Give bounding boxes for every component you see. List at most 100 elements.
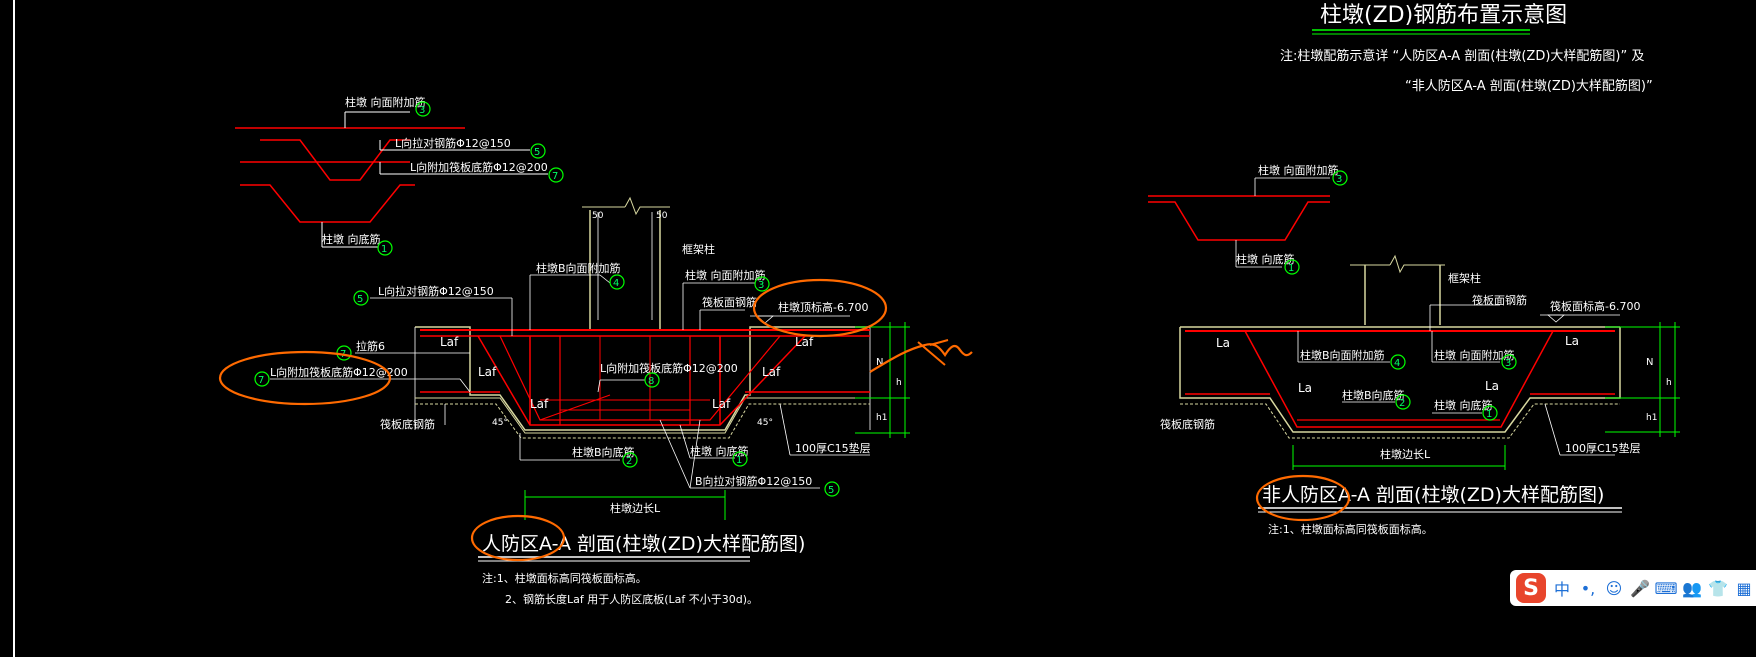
left-legend-top-add: 柱墩 向面附加筋	[345, 95, 426, 109]
left-column-label: 框架柱	[682, 242, 715, 256]
left-label-raft-top: 筏板面钢筋	[702, 295, 757, 309]
left-label-raft-elev: 柱墩顶标高-6.700	[778, 300, 868, 314]
left-detail: 柱墩 向面附加筋 3 L向拉对钢筋Φ12@150 5 L向附加筏板底筋Φ12@2…	[235, 95, 910, 606]
toolbox-icon[interactable]: ▦	[1736, 578, 1752, 598]
left-label-top-add2: 柱墩 向面附加筋	[685, 268, 766, 282]
markup-annotations	[218, 278, 1351, 562]
skin-icon[interactable]: 👕	[1708, 578, 1728, 598]
marker-2r: 2	[1399, 398, 1405, 409]
marker-1r: 1	[1288, 263, 1294, 274]
right-label-bottom: 柱墩 向底筋	[1434, 398, 1493, 412]
right-label-width: 柱墩边长L	[1380, 447, 1431, 461]
right-legend-bottom: 柱墩 向底筋	[1236, 252, 1295, 266]
left-label-angle-1: 45°	[492, 418, 508, 428]
marker-2: 2	[626, 456, 632, 467]
left-label-l-add-bottom-mid: L向附加筏板底筋Φ12@200	[600, 361, 738, 375]
marker-5b: 5	[357, 294, 363, 305]
right-label-la-2: La	[1298, 381, 1312, 395]
chinese-mode-icon[interactable]: 中	[1553, 580, 1570, 599]
right-raft-section	[1179, 326, 1621, 439]
left-label-b-bottom: 柱墩B向底筋	[572, 445, 635, 459]
right-note-1: 注:1、柱墩面标高同筏板面标高。	[1268, 522, 1433, 536]
emoji-icon[interactable]: ☺	[1605, 578, 1623, 598]
left-label-laf-2: Laf	[478, 365, 497, 379]
right-label-raft-top: 筏板面钢筋	[1472, 293, 1527, 307]
right-dim-N: N	[1646, 357, 1653, 368]
left-legend-bottom: 柱墩 向底筋	[322, 232, 381, 246]
left-label-laf-6: Laf	[795, 335, 814, 349]
left-column: 50 50 框架柱	[582, 196, 715, 330]
left-label-b-top-add: 柱墩B向面附加筋	[536, 261, 621, 275]
left-label-b-tie: B向拉对钢筋Φ12@150	[695, 474, 812, 488]
left-callouts: 柱墩B向面附加筋 4 柱墩 向面附加筋 3 筏板面钢筋 柱墩顶标高-6.700 …	[254, 261, 871, 520]
marker-7b: 7	[258, 375, 264, 386]
marker-3: 3	[419, 105, 425, 116]
marker-5c: 5	[828, 485, 834, 496]
left-legend-l-tie: L向拉对钢筋Φ12@150	[395, 136, 511, 150]
marker-8: 8	[648, 376, 654, 387]
markup-circle-raft-elev	[752, 278, 888, 338]
sogou-logo-icon[interactable]: S	[1516, 573, 1546, 603]
microphone-icon[interactable]: 🎤	[1630, 578, 1650, 598]
left-label-cushion: 100厚C15垫层	[795, 441, 871, 455]
left-dim-50a: 50	[592, 211, 604, 221]
left-dim-h1: h1	[876, 413, 887, 423]
left-label-laf-1: Laf	[440, 335, 459, 349]
sheet-note-line2: “非人防区A-A 剖面(柱墩(ZD)大样配筋图)”	[1405, 78, 1653, 94]
left-label-stirrup: 拉筋6	[356, 339, 385, 353]
left-note-2: 2、钢筋长度Laf 用于人防区底板(Laf 不小于30d)。	[505, 592, 758, 606]
punctuation-icon[interactable]: •,	[1580, 578, 1596, 598]
left-legend: 柱墩 向面附加筋 3 L向拉对钢筋Φ12@150 5 L向附加筏板底筋Φ12@2…	[235, 95, 564, 256]
left-label-l-add-bottom: L向附加筏板底筋Φ12@200	[270, 365, 408, 379]
left-raft-section	[414, 326, 871, 439]
markup-circle-left-title	[470, 514, 566, 562]
right-label-la-4: La	[1565, 334, 1579, 348]
marker-1: 1	[381, 244, 387, 255]
ime-toolbar[interactable]: S 中 •, ☺ 🎤 ⌨ 👥 👕 ▦	[1510, 570, 1756, 606]
markup-circle-right-title	[1255, 474, 1351, 522]
left-note-1: 注:1、柱墩面标高同筏板面标高。	[482, 571, 647, 585]
left-section-title: 人防区A-A 剖面(柱墩(ZD)大样配筋图)	[482, 533, 805, 555]
left-label-raft-bottom: 筏板底钢筋	[380, 417, 435, 431]
marker-1r2: 1	[1486, 409, 1492, 420]
right-dim-h: h	[1666, 378, 1672, 388]
right-label-raft-elev: 筏板面标高-6.700	[1550, 299, 1640, 313]
right-callouts: 筏板面钢筋 筏板面标高-6.700 La La La La 柱墩B向面附加筋 4…	[1160, 293, 1641, 470]
right-label-top-add: 柱墩 向面附加筋	[1434, 348, 1515, 362]
right-dimension: N h h1	[1605, 322, 1680, 437]
left-label-l-tie: L向拉对钢筋Φ12@150	[378, 284, 494, 298]
sheet-title: 柱墩(ZD)钢筋布置示意图	[1320, 3, 1567, 28]
sheet-note-line1: 注:柱墩配筋示意详 “人防区A-A 剖面(柱墩(ZD)大样配筋图)” 及	[1280, 48, 1644, 64]
sheet-header: 柱墩(ZD)钢筋布置示意图 注:柱墩配筋示意详 “人防区A-A 剖面(柱墩(ZD…	[1280, 3, 1653, 94]
markup-scribble	[869, 343, 973, 373]
marker-3r2: 3	[1505, 358, 1511, 369]
marker-3r: 3	[1336, 174, 1342, 185]
right-label-raft-bottom: 筏板底钢筋	[1160, 417, 1215, 431]
left-dimension-right: N h h1	[855, 322, 910, 438]
right-column: 框架柱	[1350, 254, 1481, 325]
marker-3b: 3	[758, 280, 764, 291]
left-label-bottom: 柱墩 向底筋	[690, 444, 749, 458]
marker-1b: 1	[736, 455, 742, 466]
left-dim-h: h	[896, 378, 902, 388]
right-legend: 柱墩 向面附加筋 3 柱墩 向底筋 1	[1148, 163, 1348, 275]
left-legend-l-add-bottom: L向附加筏板底筋Φ12@200	[410, 160, 548, 174]
keyboard-icon[interactable]: ⌨	[1654, 578, 1678, 598]
right-legend-top-add: 柱墩 向面附加筋	[1258, 163, 1339, 177]
left-dim-50b: 50	[656, 211, 668, 221]
markup-circle-l-add-bottom	[218, 350, 392, 406]
left-label-laf-3: Laf	[530, 397, 549, 411]
right-detail: 柱墩 向面附加筋 3 柱墩 向底筋 1 框架柱	[1148, 163, 1680, 536]
marker-4: 4	[613, 278, 619, 289]
right-label-column: 框架柱	[1448, 271, 1481, 285]
right-section-title: 非人防区A-A 剖面(柱墩(ZD)大样配筋图)	[1262, 484, 1604, 506]
left-label-laf-5: Laf	[762, 365, 781, 379]
left-label-angle-2: 45°	[757, 418, 773, 428]
right-label-la-1: La	[1216, 336, 1230, 350]
right-dim-h1: h1	[1646, 413, 1657, 423]
user-icon[interactable]: 👥	[1682, 578, 1702, 598]
right-label-la-3: La	[1485, 379, 1499, 393]
marker-5: 5	[534, 147, 540, 158]
left-label-width: 柱墩边长L	[610, 501, 661, 515]
